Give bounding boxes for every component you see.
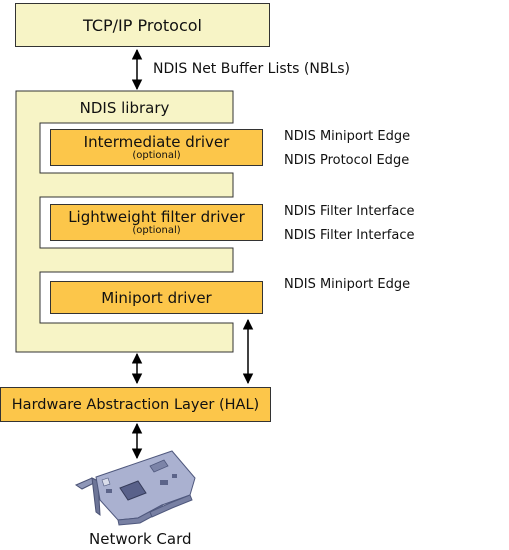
network-card-icon [74,450,196,526]
miniport-driver-label: Miniport driver [101,288,212,307]
edge-label-filter-2: NDIS Filter Interface [284,228,415,243]
lwf-driver-optional: (optional) [132,225,181,236]
tcpip-protocol-label: TCP/IP Protocol [83,15,202,35]
network-card-label: Network Card [89,530,192,548]
intermediate-driver-box: Intermediate driver (optional) [50,129,263,166]
tcpip-protocol-box: TCP/IP Protocol [15,3,270,47]
ndis-library-text: NDIS library [79,99,170,117]
hal-label: Hardware Abstraction Layer (HAL) [11,396,260,413]
edge-label-miniport-2: NDIS Miniport Edge [284,277,411,292]
hal-box: Hardware Abstraction Layer (HAL) [0,387,271,422]
edge-label-filter-1: NDIS Filter Interface [284,204,415,219]
edge-label-protocol: NDIS Protocol Edge [284,153,410,168]
edge-label-miniport-1: NDIS Miniport Edge [284,129,411,144]
miniport-driver-box: Miniport driver [50,281,263,314]
ndis-library-label: NDIS library [16,95,233,121]
lwf-driver-label: Lightweight filter driver [68,208,245,226]
nbl-label: NDIS Net Buffer Lists (NBLs) [153,61,350,77]
intermediate-driver-label: Intermediate driver [83,133,230,151]
intermediate-driver-optional: (optional) [132,150,181,161]
lwf-driver-box: Lightweight filter driver (optional) [50,204,263,241]
ndis-library-shape [15,90,234,353]
